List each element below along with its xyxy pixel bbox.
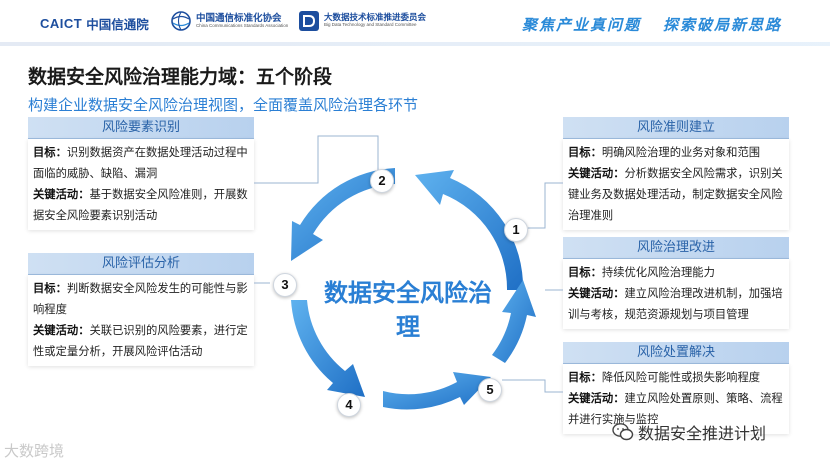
- stage-header: 风险治理改进: [563, 237, 789, 259]
- activity-label: 关键活动：: [568, 167, 625, 180]
- cycle-diagram: [291, 168, 536, 410]
- stage-body: 目标：识别数据资产在数据处理活动过程中面临的威胁、缺陷、漏洞 关键活动：基于数据…: [28, 139, 254, 230]
- ccsa-en-name: China Communications Standards Associati…: [196, 22, 289, 28]
- cycle-arrow: [492, 280, 536, 363]
- ccsa-name: 中国通信标准化协会: [196, 12, 282, 24]
- goal-label: 目标：: [568, 266, 602, 279]
- stage-activity: 关键活动：关联已识别的风险要素，进行定性或定量分析，开展风险评估活动: [33, 320, 250, 362]
- stage-header: 风险准则建立: [563, 117, 789, 139]
- goal-label: 目标：: [33, 282, 67, 295]
- stage-box-risk-identification: 风险要素识别 目标：识别数据资产在数据处理活动过程中面临的威胁、缺陷、漏洞 关键…: [28, 117, 254, 230]
- header-divider: [0, 42, 830, 46]
- stage-activity: 关键活动：分析数据安全风险需求，识别关键业务及数据处理活动，制定数据安全风险治理…: [568, 163, 785, 226]
- stage-header: 风险评估分析: [28, 253, 254, 275]
- stage-box-risk-assessment: 风险评估分析 目标：判断数据安全风险发生的可能性与影响程度 关键活动：关联已识别…: [28, 253, 254, 366]
- activity-text: 建立风险处置原则、策略、流程并进行实施与监控: [568, 392, 783, 426]
- globe-icon: [171, 11, 191, 31]
- stage-header: 风险要素识别: [28, 117, 254, 139]
- bdst-en-name: Big Data Technology and Standard Committ…: [324, 22, 417, 28]
- stage-body: 目标：持续优化风险治理能力 关键活动：建立风险治理改进机制，加强培训与考核，规范…: [563, 259, 789, 329]
- stage-box-governance-improvement: 风险治理改进 目标：持续优化风险治理能力 关键活动：建立风险治理改进机制，加强培…: [563, 237, 789, 329]
- ccsa-logo: 中国通信标准化协会 China Communications Standards…: [170, 10, 288, 32]
- stage-box-risk-disposal: 风险处置解决 目标：降低风险可能性或损失影响程度 关键活动：建立风险处置原则、策…: [563, 342, 789, 434]
- cycle-arrow: [291, 168, 395, 261]
- caict-mark: CAICT: [40, 16, 83, 31]
- step-badge-4: 4: [337, 393, 361, 417]
- stage-body: 目标：明确风险治理的业务对象和范围 关键活动：分析数据安全风险需求，识别关键业务…: [563, 139, 789, 230]
- stage-goal: 目标：明确风险治理的业务对象和范围: [568, 142, 785, 163]
- header-bar: CAICT 中国信通院 中国通信标准化协会 China Communicatio…: [0, 0, 830, 50]
- page-title: 数据安全风险治理能力域：五个阶段: [28, 66, 333, 88]
- step-badge-1: 1: [504, 218, 528, 242]
- activity-text: 关联已识别的风险要素，进行定性或定量分析，开展风险评估活动: [33, 324, 248, 358]
- watermark-right: 数据安全推进计划: [612, 420, 766, 444]
- activity-label: 关键活动：: [33, 188, 90, 201]
- goal-label: 目标：: [568, 371, 602, 384]
- goal-text: 降低风险可能性或损失影响程度: [601, 371, 761, 384]
- stage-body: 目标：判断数据安全风险发生的可能性与影响程度 关键活动：关联已识别的风险要素，进…: [28, 275, 254, 366]
- stage-goal: 目标：持续优化风险治理能力: [568, 262, 785, 283]
- goal-text: 判断数据安全风险发生的可能性与影响程度: [33, 282, 248, 316]
- activity-text: 建立风险治理改进机制，加强培训与考核，规范资源规划与项目管理: [568, 287, 783, 321]
- slogan-part-1: 聚焦产业真问题: [521, 16, 641, 34]
- watermark-right-text: 数据安全推进计划: [638, 424, 767, 443]
- goal-label: 目标：: [568, 146, 602, 159]
- caict-logo: CAICT 中国信通院: [40, 14, 149, 33]
- stage-body: 目标：降低风险可能性或损失影响程度 关键活动：建立风险处置原则、策略、流程并进行…: [563, 364, 789, 434]
- watermark-left: 大数跨境: [4, 442, 65, 460]
- stage-box-risk-criteria: 风险准则建立 目标：明确风险治理的业务对象和范围 关键活动：分析数据安全风险需求…: [563, 117, 789, 230]
- center-line-1: 数据安全风险治: [324, 279, 492, 307]
- wechat-icon: [612, 423, 634, 441]
- cycle-arrow: [291, 300, 365, 397]
- activity-label: 关键活动：: [568, 392, 625, 405]
- caict-name: 中国信通院: [86, 17, 149, 32]
- slogan-part-2: 探索破局新思路: [662, 16, 782, 34]
- stage-activity: 关键活动：建立风险处置原则、策略、流程并进行实施与监控: [568, 388, 785, 430]
- stage-header: 风险处置解决: [563, 342, 789, 364]
- step-badge-2: 2: [370, 169, 394, 193]
- activity-text: 分析数据安全风险需求，识别关键业务及数据处理活动，制定数据安全风险治理准则: [568, 167, 783, 222]
- goal-label: 目标：: [33, 146, 67, 159]
- cycle-arrows: [291, 168, 536, 410]
- bdst-name: 大数据技术标准推进委员会: [324, 13, 427, 24]
- goal-text: 明确风险治理的业务对象和范围: [601, 146, 761, 159]
- activity-label: 关键活动：: [33, 324, 90, 337]
- center-line-2: 理: [396, 313, 420, 341]
- cycle-arrow: [415, 170, 524, 290]
- step-badge-5: 5: [478, 378, 502, 402]
- slogan: 聚焦产业真问题 探索破局新思路: [522, 14, 782, 35]
- stage-goal: 目标：识别数据资产在数据处理活动过程中面临的威胁、缺陷、漏洞: [33, 142, 250, 184]
- stage-goal: 目标：判断数据安全风险发生的可能性与影响程度: [33, 278, 250, 320]
- goal-text: 持续优化风险治理能力: [601, 266, 715, 279]
- stage-activity: 关键活动：基于数据安全风险准则，开展数据安全风险要素识别活动: [33, 184, 250, 226]
- bigdata-logo-icon: [299, 11, 319, 31]
- stage-activity: 关键活动：建立风险治理改进机制，加强培训与考核，规范资源规划与项目管理: [568, 283, 785, 325]
- page-subtitle: 构建企业数据安全风险治理视图，全面覆盖风险治理各环节: [28, 96, 419, 114]
- goal-text: 识别数据资产在数据处理活动过程中面临的威胁、缺陷、漏洞: [33, 146, 248, 180]
- bdst-logo: 大数据技术标准推进委员会 Big Data Technology and Sta…: [298, 10, 426, 32]
- activity-label: 关键活动：: [568, 287, 625, 300]
- cycle-arrow: [383, 372, 491, 410]
- cycle-center-label: 数据安全风险治 理: [314, 276, 502, 344]
- step-badge-3: 3: [273, 273, 297, 297]
- activity-text: 基于数据安全风险准则，开展数据安全风险要素识别活动: [33, 188, 248, 222]
- stage-goal: 目标：降低风险可能性或损失影响程度: [568, 367, 785, 388]
